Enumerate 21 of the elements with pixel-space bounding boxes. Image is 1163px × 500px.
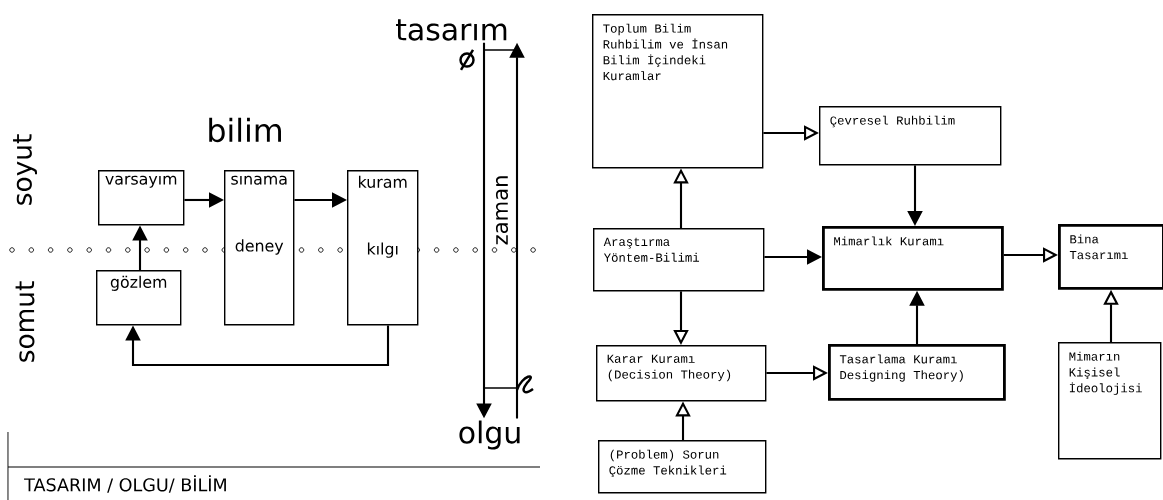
axis-label: somut (15, 281, 35, 362)
stage-label: tasarım (396, 19, 507, 41)
process-box: (Problem) Sorun Çözme Teknikleri (598, 440, 767, 494)
process-box: kuram kılgı (347, 170, 419, 326)
process-box: Araştırma Yöntem-Bilimi (593, 228, 765, 292)
axis-label: soyut (13, 134, 37, 205)
caption: TASARIM / OLGU/ BİLİM (24, 475, 226, 493)
heading: bilim (209, 117, 281, 143)
axis-label: zaman (495, 176, 509, 245)
process-box: Çevresel Ruhbilim (819, 106, 1002, 166)
process-box: sınama deney (224, 170, 295, 326)
arrow (125, 325, 390, 367)
process-box: Mimarlık Kuramı (822, 226, 1004, 291)
stage-label: olgu (459, 420, 520, 450)
process-box: Karar Kuramı (Decision Theory) (596, 345, 767, 402)
process-box: Tasarlama Kuramı Designing Theory) (828, 344, 1006, 401)
process-box: Toplum Bilim Ruhbilim ve İnsan Bilim İçindeki Kuramlar (592, 14, 764, 169)
process-box: gözlem (96, 270, 182, 326)
process-box: varsayım (98, 170, 185, 226)
process-box: Bina Tasarımı (1058, 224, 1163, 290)
process-box: Mimarın Kişisel İdeolojisi (1058, 342, 1162, 460)
